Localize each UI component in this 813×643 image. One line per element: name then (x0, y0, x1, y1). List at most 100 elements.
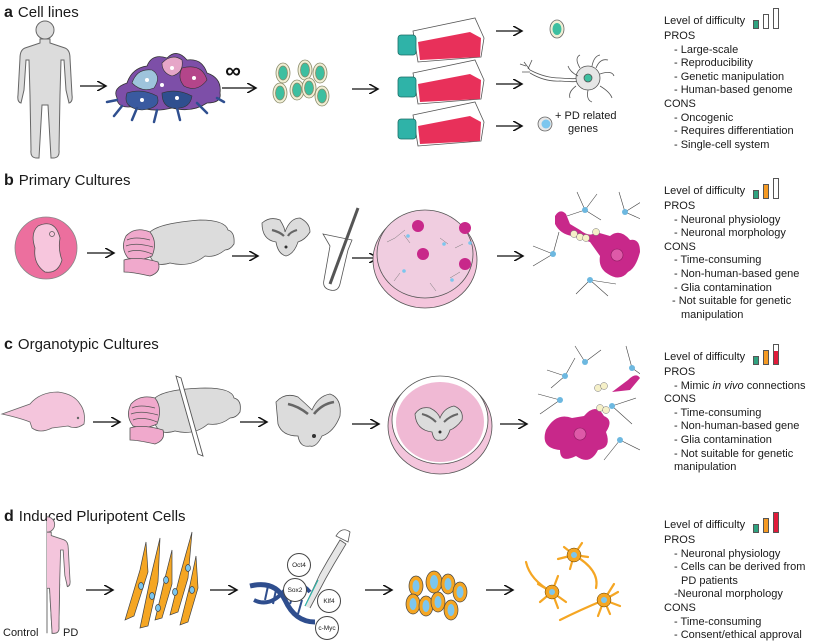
dissociation-tube-icon (322, 207, 360, 291)
difficulty-row: Level of difficulty (664, 512, 805, 533)
culture-flask-icon (397, 17, 485, 63)
differentiated-neuron-icon (519, 54, 615, 103)
petri-dish-slice-icon (387, 375, 493, 475)
petri-dish-mixed-culture-icon (372, 209, 478, 309)
panel-b-illustration (14, 191, 640, 309)
difficulty-bar-3 (773, 344, 780, 365)
panel-b-info: Level of difficulty PROS - Neuronal phys… (664, 178, 799, 322)
pros-item: - Neuronal morphology (674, 227, 786, 240)
immortalized-cells-icon (272, 59, 330, 107)
difficulty-bar-fill (774, 513, 779, 532)
difficulty-bar-fill (754, 525, 759, 532)
culture-flask-icon (397, 101, 485, 147)
pros-item: - Reproducibility (674, 57, 753, 70)
pd-genes-label-line2: genes (568, 123, 598, 135)
pros-heading: PROS (664, 366, 696, 378)
infinity-symbol: ∞ (225, 58, 241, 83)
gene-sox2-badge: Sox2 (283, 578, 307, 602)
brain-slice-icon (275, 393, 341, 447)
pipette-icon (304, 529, 351, 609)
difficulty-row: Level of difficulty (664, 178, 799, 199)
cons-item: - Oncogenic (674, 111, 734, 124)
difficulty-bar-3 (773, 8, 780, 29)
gene-oct4-badge: Oct4 (287, 553, 311, 577)
pros-item: - Large-scale (674, 43, 739, 56)
cons-item: - Glia contamination (674, 281, 772, 294)
cons-item: - Consent/ethical approval (674, 629, 802, 642)
difficulty-bar-2 (763, 14, 770, 29)
difficulty-bar-1 (753, 524, 760, 533)
difficulty-bar-3 (773, 178, 780, 199)
embryo-icon (14, 216, 78, 280)
pros-item-continuation: PD patients (681, 574, 738, 587)
difficulty-bar-fill (754, 191, 759, 198)
pd-genes-label: + PD related (555, 110, 617, 122)
rodent-pup-icon (0, 391, 85, 432)
culture-flask-icon (397, 59, 485, 105)
cons-heading: CONS (664, 601, 696, 614)
cons-item-continuation: manipulation (674, 461, 737, 474)
cons-item-continuation: manipulation (681, 308, 744, 321)
gene-c-myc-badge: c-Myc (315, 616, 339, 640)
cons-item: - Non-human-based gene (674, 267, 800, 280)
cons-heading: CONS (664, 97, 696, 110)
pros-item: - Human-based genome (674, 84, 793, 97)
brain-slicing-icon (128, 375, 241, 457)
cons-item: - Single-cell system (674, 138, 770, 151)
difficulty-bar-fill (774, 350, 779, 364)
pros-heading: PROS (664, 534, 696, 546)
cons-item: - Time-consuming (674, 615, 762, 628)
cons-heading: CONS (664, 240, 696, 253)
difficulty-bar-fill (754, 21, 759, 28)
difficulty-row: Level of difficulty (664, 8, 794, 29)
cons-item: - Time-consuming (674, 406, 762, 419)
panel-a-info: Level of difficulty PROS - Large-scale -… (664, 8, 794, 152)
cons-heading: CONS (664, 393, 696, 406)
difficulty-bar-2 (763, 518, 770, 533)
cons-item: - Non-human-based gene (674, 420, 800, 433)
difficulty-bar-3 (773, 512, 780, 533)
difficulty-bar-fill (764, 351, 769, 364)
pros-item: - Neuronal physiology (674, 547, 781, 560)
gene-klf4-badge: Klf4 (317, 589, 341, 613)
engineered-cell-icon (537, 116, 553, 132)
cons-item: - Time-consuming (674, 254, 762, 267)
panel-c-illustration (0, 345, 640, 475)
cons-item: - Not suitable for genetic (672, 295, 792, 308)
cons-item: - Requires differentiation (674, 125, 794, 138)
brain-slice-icon (261, 217, 311, 257)
panel-d-info: Level of difficulty PROS - Neuronal phys… (664, 512, 805, 643)
cons-item: - Not suitable for genetic (674, 447, 794, 460)
difficulty-indicator (753, 344, 780, 365)
pros-heading: PROS (664, 30, 696, 42)
difficulty-bar-fill (764, 519, 769, 532)
pros-item: - Mimic in vivo connections (674, 379, 806, 392)
difficulty-indicator (753, 8, 780, 29)
pros-item: -Neuronal morphology (674, 588, 783, 601)
difficulty-indicator (753, 512, 780, 533)
fibroblasts-icon (124, 531, 199, 629)
difficulty-bar-fill (754, 357, 759, 364)
difficulty-indicator (753, 178, 780, 199)
cons-item: - Glia contamination (674, 433, 772, 446)
difficulty-bar-2 (763, 350, 770, 365)
difficulty-bar-fill (764, 185, 769, 198)
pd-label: PD (63, 627, 79, 639)
single-cell-icon (549, 19, 565, 39)
panel-a-illustration: ∞ (17, 17, 615, 159)
rodent-brain-icon (123, 219, 235, 277)
control-label: Control (3, 627, 39, 639)
pros-heading: PROS (664, 200, 696, 212)
difficulty-bar-1 (753, 356, 760, 365)
difficulty-row: Level of difficulty (664, 344, 805, 365)
neuron-glia-network-icon (537, 345, 640, 461)
panel-c-info: Level of difficulty PROS - Mimic in vivo… (664, 344, 805, 475)
